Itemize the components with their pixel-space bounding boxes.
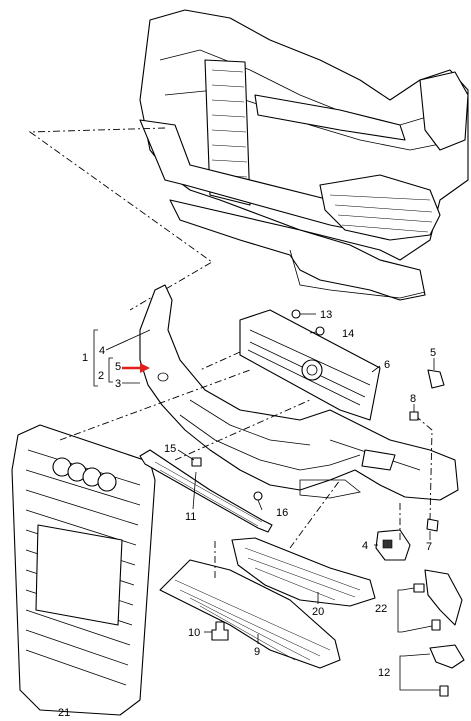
screw-part-10 xyxy=(211,621,229,641)
reference-line-fog xyxy=(289,479,341,549)
callout-12: 12 xyxy=(378,667,390,679)
bracket-part-4 xyxy=(375,529,411,561)
vehicle-front-structure xyxy=(139,9,469,301)
leader-22a xyxy=(401,587,415,591)
leader-15 xyxy=(177,449,195,461)
bumper-cover xyxy=(139,284,459,501)
leader-22b xyxy=(401,625,433,633)
leader-11 xyxy=(192,471,197,510)
callout-9: 9 xyxy=(254,646,260,658)
callout-5b: 5 xyxy=(430,347,436,359)
reference-line-trim xyxy=(174,399,311,461)
callout-3: 3 xyxy=(115,378,121,390)
bracket-frame-part-6 xyxy=(239,309,381,421)
lower-guard-part-9 xyxy=(159,559,341,669)
callout-22: 22 xyxy=(375,603,387,615)
screw-part-14 xyxy=(309,326,325,336)
reference-line-vehicle xyxy=(28,127,213,311)
callout-5a: 5 xyxy=(115,361,121,373)
clip-part-15 xyxy=(191,457,202,467)
callout-7: 7 xyxy=(426,541,432,553)
callout-2: 2 xyxy=(98,370,104,382)
clip-part-8 xyxy=(409,411,419,421)
radiator-grille-part-21 xyxy=(11,424,156,716)
callout-6: 6 xyxy=(384,359,390,371)
clip-part-5 xyxy=(427,369,445,389)
trim-strip-part-11 xyxy=(139,449,273,533)
callout-21: 21 xyxy=(58,707,70,719)
callout-13: 13 xyxy=(320,309,332,321)
callout-4b: 4 xyxy=(362,540,368,552)
callout-4a: 4 xyxy=(99,345,105,357)
callout-10: 10 xyxy=(188,627,200,639)
reference-line-clip7 xyxy=(417,417,433,521)
bracket-1 xyxy=(93,329,98,387)
bracket-22 xyxy=(397,589,402,633)
bracket-part-22 xyxy=(413,569,463,631)
callout-14: 14 xyxy=(342,328,354,340)
screw-part-13 xyxy=(291,309,316,319)
leader-6 xyxy=(371,365,381,373)
fog-grille-part-20 xyxy=(231,537,376,607)
leader-4a xyxy=(105,329,151,351)
reference-line-grille xyxy=(59,369,251,441)
reference-line-frame xyxy=(199,351,241,371)
bracket-12 xyxy=(399,655,404,691)
callout-8: 8 xyxy=(410,393,416,405)
bracket-part-12 xyxy=(429,644,465,697)
bracket-2 xyxy=(108,357,113,383)
red-arrow-icon xyxy=(122,363,150,373)
screw-part-16 xyxy=(253,491,263,511)
leader-12a xyxy=(403,653,431,657)
callout-20: 20 xyxy=(312,606,324,618)
clip-part-7 xyxy=(426,518,439,532)
callout-11: 11 xyxy=(185,511,196,523)
callout-15: 15 xyxy=(164,443,176,455)
callout-1: 1 xyxy=(82,352,88,364)
callout-16: 16 xyxy=(276,507,288,519)
